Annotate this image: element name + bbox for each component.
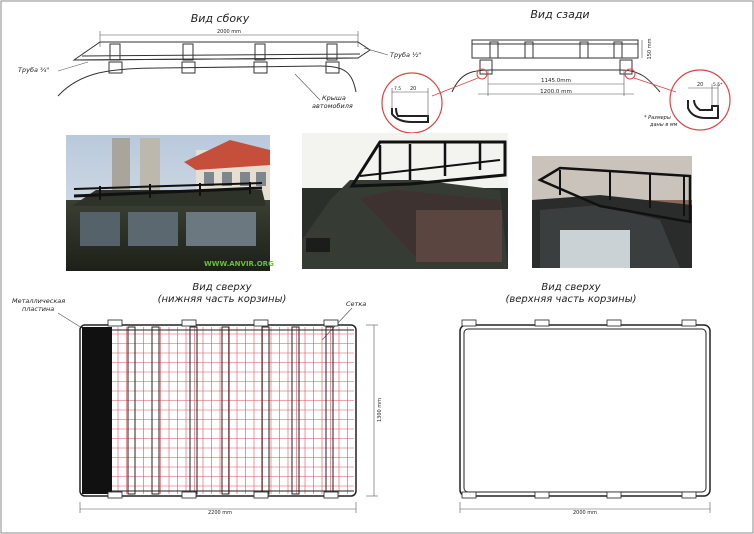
mounting-tabs-top [461, 319, 697, 499]
mounting-tab [606, 491, 622, 499]
top-length-dim: 2000 mm [573, 510, 597, 516]
mounting-tab [107, 491, 123, 499]
crossbar [261, 326, 270, 495]
car-roof-label-1: Крыша [322, 94, 346, 102]
detail-right-b: 5.5* [713, 82, 723, 88]
mounting-tab [181, 319, 197, 327]
mounting-tab [534, 319, 550, 327]
bottom-depth-dim: 1300 mm [377, 398, 383, 422]
basket-top-frame-outer [459, 324, 711, 497]
top-view-1-title: Вид сверху [192, 282, 252, 293]
car-roof-curve [57, 65, 357, 97]
top-view-1-subtitle: (нижняя часть корзины) [158, 294, 287, 305]
crossbar [325, 326, 334, 495]
rear-view: Вид сзади 150 mm 1145.0mm 1200.0 mm [431, 8, 677, 97]
pipe-12-label: Труба ½" [390, 51, 421, 59]
rear-height-dim: 150 mm [647, 38, 653, 59]
mounting-tab [681, 491, 697, 499]
metal-plate [82, 327, 112, 494]
mesh-grid [112, 327, 354, 494]
mounting-tab [107, 319, 123, 327]
sizes-note-1: * Размеры [644, 115, 671, 121]
mounting-tab [181, 491, 197, 499]
mesh-label: Сетка [346, 300, 366, 308]
photo-2 [302, 133, 508, 269]
metal-plate-label-2: пластина [22, 305, 54, 313]
mounting-tab [253, 491, 269, 499]
mounting-tab [323, 319, 339, 327]
mounting-tab [461, 319, 477, 327]
photo-watermark: WWW.ANVIR.ORG [204, 260, 274, 268]
crossbar [151, 326, 160, 495]
crossbar [221, 326, 230, 495]
mounting-tab [323, 491, 339, 499]
side-view: Вид сбоку 2000 mm Труба ¾" Труба ½" [18, 12, 421, 110]
side-width-dim: 2000 mm [217, 29, 241, 35]
pipe-34-label: Труба ¾" [18, 66, 49, 74]
sizes-note-2: даны в мм [649, 122, 678, 128]
detail-circle-right: 20 5.5* [669, 69, 731, 131]
rear-view-title: Вид сзади [530, 8, 589, 21]
top-view-bottom: Вид сверху (нижняя часть корзины) Металл… [12, 282, 383, 516]
crossbar [127, 326, 136, 495]
top-view-2-subtitle: (верхняя часть корзины) [505, 294, 636, 305]
basket-bottom-frame [79, 324, 357, 497]
detail-left-b: 20 [410, 86, 416, 92]
rear-outer-dim: 1200.0 mm [540, 89, 572, 95]
side-view-title: Вид сбоку [191, 12, 250, 25]
photo-1: WWW.ANVIR.ORG [66, 135, 274, 271]
car-roof-label-2: автомобиля [312, 102, 353, 110]
bottom-length-dim: 2200 mm [208, 510, 232, 516]
mounting-tabs-bottom [107, 319, 339, 499]
rear-inner-dim: 1145.0mm [541, 78, 571, 84]
photo-3 [532, 156, 692, 268]
crossbar [189, 326, 198, 495]
mounting-tab [606, 319, 622, 327]
crossbars [112, 326, 354, 495]
detail-left-a: 7.5 [394, 86, 401, 92]
mounting-tab [681, 319, 697, 327]
crossbar [291, 326, 300, 495]
detail-right-a: 20 [697, 82, 703, 88]
top-view-2-title: Вид сверху [541, 282, 601, 293]
mounting-tab [461, 491, 477, 499]
basket-top-frame-inner [463, 328, 707, 493]
mounting-tab [534, 491, 550, 499]
metal-plate-label-1: Металлическая [12, 297, 65, 305]
detail-circle-left: 7.5 20 [381, 72, 443, 134]
mounting-tab [253, 319, 269, 327]
top-view-top: Вид сверху (верхняя часть корзины) 2000 … [459, 282, 711, 516]
